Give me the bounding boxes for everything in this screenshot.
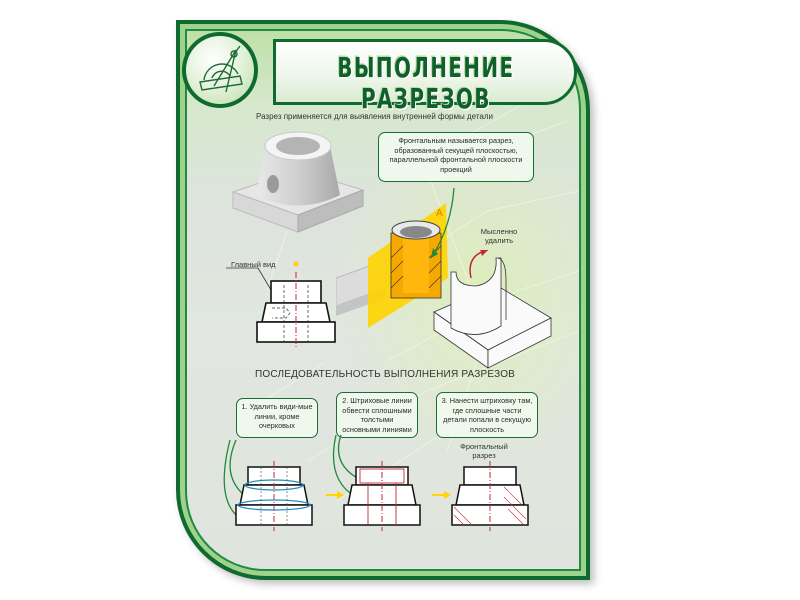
- step-1-callout: 1. Удалить види-мые линии, кроме очерков…: [236, 398, 318, 438]
- main-view-drawing: [226, 261, 336, 348]
- step-1-drawing: [223, 439, 344, 531]
- compass-protractor-icon: [199, 45, 243, 93]
- step-3-callout: 3. Нанести штриховку там, где сплошные ч…: [436, 392, 538, 438]
- plane-label-a: А: [436, 208, 443, 219]
- main-view-label: Главный вид: [231, 260, 276, 269]
- step-2-callout: 2. Штриховые линии обвести сплошными тол…: [336, 392, 418, 438]
- frontal-section-label: Фронтальный разрез: [460, 442, 508, 460]
- logo-badge: [182, 32, 258, 108]
- step-3-drawing: [451, 461, 529, 531]
- steps-drawings: [223, 435, 529, 531]
- poster-stand: ВЫПОЛНЕНИЕ РАЗРЕЗОВ Разрез применяется д…: [176, 20, 590, 580]
- step-2-drawing: [332, 435, 451, 531]
- isometric-part-illustration: [231, 131, 365, 233]
- intro-text: Разрез применяется для выявления внутрен…: [256, 112, 493, 121]
- frontal-definition-callout: Фронтальным называется разрез, образован…: [378, 132, 534, 182]
- page-title: ВЫПОЛНЕНИЕ РАЗРЕЗОВ: [337, 53, 515, 116]
- mentally-remove-label: Мысленно удалить: [480, 227, 518, 245]
- sequence-title: ПОСЛЕДОВАТЕЛЬНОСТЬ ВЫПОЛНЕНИЯ РАЗРЕЗОВ: [255, 369, 516, 380]
- section-plane-illustration: А: [336, 188, 455, 328]
- header-banner: [273, 39, 577, 105]
- remaining-half-wireframe: [433, 250, 552, 369]
